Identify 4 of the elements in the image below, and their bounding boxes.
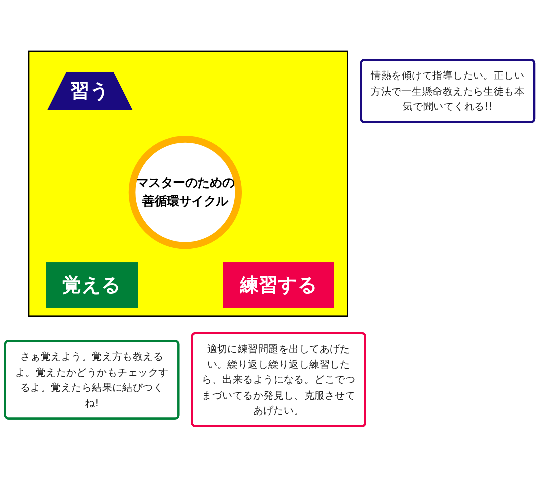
cluster <box>28 50 348 318</box>
node-box: 覚える <box>46 262 138 308</box>
node-circle: マスターのための 善循環サイクル <box>128 136 242 250</box>
node-box: 練習する <box>223 262 334 308</box>
